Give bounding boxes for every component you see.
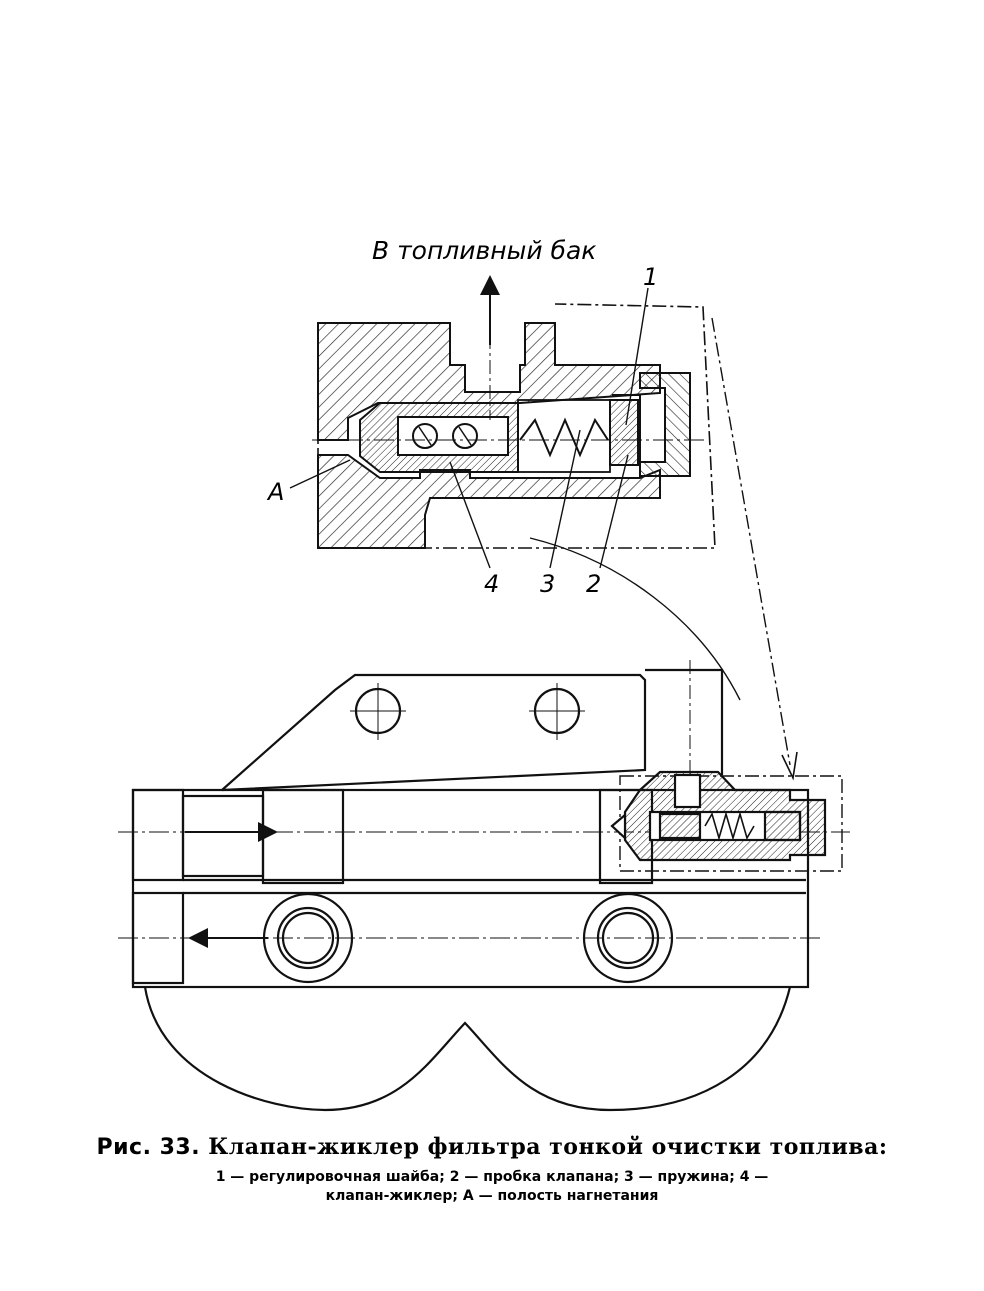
callout-1: 1 xyxy=(643,263,659,291)
outlet-label: В топливный бак xyxy=(372,236,597,265)
plug-body xyxy=(639,372,691,477)
callout-2: 2 xyxy=(586,570,602,598)
figure-number: Рис. 33. xyxy=(96,1135,201,1160)
callout-a: А xyxy=(268,478,285,506)
inset-spring xyxy=(704,811,755,841)
legend-line-2: клапан-жиклер; А — полость нагнетания xyxy=(325,1188,659,1204)
outlet-channel xyxy=(449,323,526,393)
figure-caption: Рис. 33. Клапан-жиклер фильтра тонкой оч… xyxy=(0,1134,984,1160)
mount-plate xyxy=(221,673,647,792)
filter-main-view xyxy=(118,660,850,1112)
bolt-right-outer xyxy=(582,892,674,984)
housing-lower xyxy=(317,454,661,549)
callout-4: 4 xyxy=(484,570,500,598)
spring xyxy=(519,417,609,458)
bolt-left-outer xyxy=(262,892,354,984)
filter-bowls xyxy=(143,986,792,1112)
detail-view xyxy=(289,275,798,781)
bolt-left-inner xyxy=(276,906,340,970)
figure-legend: 1 — регулировочная шайба; 2 — пробка кла… xyxy=(140,1168,844,1206)
legend-line-1: 1 — регулировочная шайба; 2 — пробка кла… xyxy=(215,1169,769,1185)
figure-title: Клапан-жиклер фильтра тонкой очистки топ… xyxy=(208,1134,888,1160)
filter-body xyxy=(131,788,810,989)
callout-3: 3 xyxy=(540,570,556,598)
bolt-right-inner xyxy=(596,906,660,970)
